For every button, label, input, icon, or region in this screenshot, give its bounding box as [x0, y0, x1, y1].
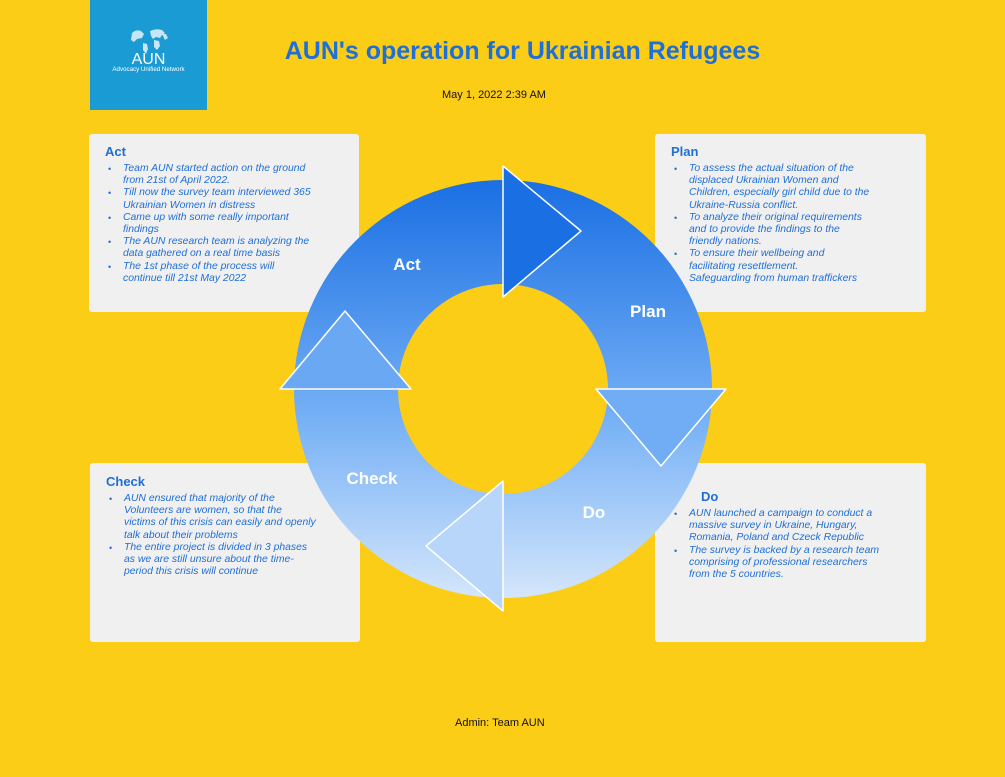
- card-do: Do AUN launched a campaign to conduct a …: [655, 463, 926, 642]
- list-item: The entire project is divided in 3 phase…: [106, 542, 316, 579]
- page-title: AUN's operation for Ukrainian Refugees: [284, 37, 761, 65]
- list-item: Team AUN started action on the ground fr…: [105, 163, 315, 187]
- card-plan: Plan To assess the actual situation of t…: [655, 134, 926, 312]
- list-item: The 1st phase of the process will contin…: [105, 261, 315, 285]
- list-item: AUN launched a campaign to conduct a mas…: [671, 508, 881, 545]
- list-item: The AUN research team is analyzing the d…: [105, 236, 315, 260]
- list-item: To ensure their wellbeing and facilitati…: [671, 248, 871, 272]
- card-heading: Check: [106, 474, 146, 489]
- list-item: AUN ensured that majority of the Volunte…: [106, 493, 316, 542]
- svg-text:AUN: AUN: [132, 51, 166, 68]
- bullet-list: Team AUN started action on the ground fr…: [105, 163, 315, 285]
- card-check: Check AUN ensured that majority of the V…: [90, 463, 360, 642]
- bullet-list: AUN launched a campaign to conduct a mas…: [671, 508, 881, 581]
- svg-text:Advocacy Unified Network: Advocacy Unified Network: [112, 66, 185, 73]
- bullet-list: AUN ensured that majority of the Volunte…: [106, 493, 316, 578]
- card-heading: Do: [701, 489, 719, 504]
- arrow-head-do: [595, 388, 727, 467]
- stage-label-act: Act: [393, 255, 421, 274]
- card-heading: Plan: [671, 144, 699, 159]
- list-item: To assess the actual situation of the di…: [671, 163, 871, 212]
- arrow-head-plan: [502, 165, 582, 298]
- list-item: Till now the survey team interviewed 365…: [105, 187, 315, 211]
- stage-label-do: Do: [583, 503, 606, 522]
- aun-logo: AUN Advocacy Unified Network: [90, 0, 207, 110]
- card-note: Safeguarding from human traffickers: [689, 272, 858, 284]
- timestamp: May 1, 2022 2:39 AM: [442, 89, 546, 101]
- footer-admin: Admin: Team AUN: [455, 717, 545, 729]
- list-item: Came up with some really important findi…: [105, 212, 315, 236]
- card-act: Act Team AUN started action on the groun…: [89, 134, 359, 312]
- stage-label-plan: Plan: [630, 302, 666, 321]
- list-item: To analyze their original requirements a…: [671, 212, 871, 249]
- cycle-ring: [294, 180, 712, 598]
- stage-label-check: Check: [346, 469, 398, 488]
- arrow-head-act: [279, 310, 412, 390]
- list-item: The survey is backed by a research team …: [671, 545, 881, 582]
- bullet-list: To assess the actual situation of the di…: [671, 163, 871, 273]
- card-heading: Act: [105, 144, 126, 159]
- arrow-head-check: [425, 480, 504, 612]
- world-map-icon: AUN Advocacy Unified Network: [112, 29, 186, 73]
